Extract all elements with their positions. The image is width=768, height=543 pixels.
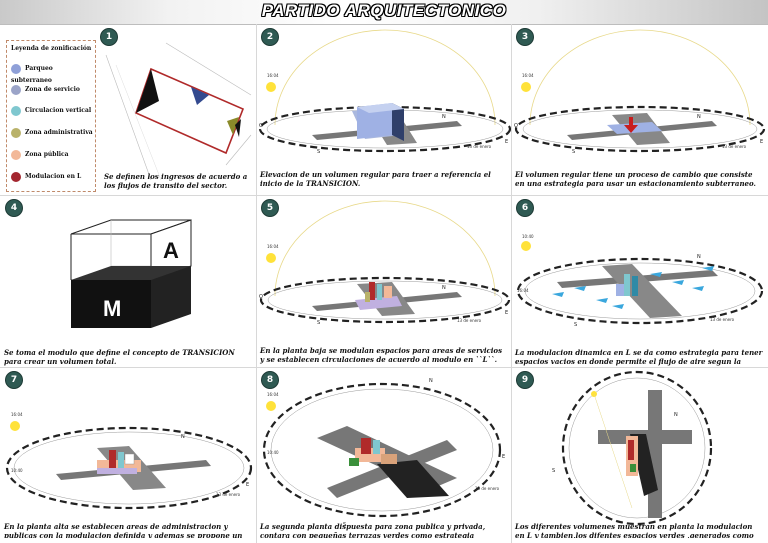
svg-text:S: S — [317, 149, 320, 155]
legend-swatch — [11, 84, 21, 95]
page-title: PARTIDO ARQUITECTONICO — [261, 1, 507, 20]
svg-text:N: N — [674, 412, 678, 418]
second-floor-drawing: 16:04 N E S 10:40 13 de enero — [262, 378, 505, 528]
svg-text:13 de enero: 13 de enero — [710, 317, 735, 322]
legend-item: Zona de servicio — [11, 84, 80, 96]
step-number-badge: 4 — [5, 199, 23, 217]
svg-text:S: S — [574, 322, 577, 328]
svg-text:16:04: 16:04 — [11, 412, 23, 417]
title-bar — [0, 0, 768, 25]
sun-study-drawing: 16:04 N S E O 13 de enero — [514, 29, 766, 155]
svg-text:N: N — [697, 114, 701, 120]
svg-text:E: E — [505, 310, 508, 316]
legend-swatch — [11, 149, 21, 160]
panel-7: 16:04 N E 10:40 13 de enero 7 En la plan… — [1, 368, 255, 538]
panel-caption: Los diferentes volumenes muestran en pla… — [515, 522, 754, 538]
legend-item: Zona administrativa — [11, 127, 93, 139]
svg-text:S: S — [552, 468, 555, 474]
panel-3: 16:04 N S E O 13 de enero 3 El volumen r… — [512, 25, 766, 195]
entrance-marker — [227, 117, 239, 135]
svg-text:16:04: 16:04 — [267, 244, 279, 249]
svg-text:S: S — [317, 320, 320, 326]
svg-text:16:04: 16:04 — [522, 73, 534, 78]
svg-text:A: A — [163, 238, 179, 263]
svg-text:10:40: 10:40 — [11, 468, 23, 473]
panel-9: N S 9 Los diferentes volumenes muestran … — [512, 368, 766, 538]
grid-divider-vertical — [256, 24, 257, 543]
legend-item: Circulacion vertical — [11, 105, 91, 117]
svg-text:16:04: 16:04 — [517, 288, 529, 293]
grid-divider-vertical — [511, 24, 512, 543]
legend-item: Zona pública — [11, 149, 69, 161]
panel-caption: La modulacion dinamica en L se da como e… — [515, 348, 763, 366]
panel-6: 10:40 N S 16:04 13 de enero 6 La modulac… — [512, 196, 766, 366]
svg-text:O: O — [259, 294, 263, 300]
panel-2: 16:04 N S E O 13 de enero 2 Elevacion de… — [257, 25, 511, 195]
site-plan-drawing — [105, 42, 252, 181]
svg-text:S: S — [343, 522, 346, 528]
svg-text:E: E — [246, 482, 249, 488]
panel-5: 16:04 N S E O 13 de enero 5 En la planta… — [257, 196, 511, 366]
svg-text:E: E — [505, 139, 508, 145]
svg-text:13 de enero: 13 de enero — [467, 144, 492, 149]
svg-text:10:40: 10:40 — [267, 450, 279, 455]
legend-swatch — [11, 171, 21, 182]
svg-text:16:04: 16:04 — [267, 392, 279, 397]
step-number-badge: 5 — [261, 199, 279, 217]
panel-8: 16:04 N E S 10:40 13 de enero 8 La segun… — [257, 368, 511, 538]
svg-text:13 de enero: 13 de enero — [457, 318, 482, 323]
legend-title: Leyenda de zonificación — [11, 45, 92, 52]
grid-divider-horizontal — [0, 195, 768, 196]
svg-text:O: O — [259, 123, 263, 129]
upper-floor-drawing: 16:04 N E 10:40 13 de enero — [5, 412, 253, 510]
entrance-marker — [191, 87, 209, 105]
svg-text:10:40: 10:40 — [522, 234, 534, 239]
legend-item: Parqueo subterraneo — [11, 63, 53, 84]
panel-caption: La segunda planta dispuesta para zona pu… — [260, 522, 486, 538]
legend-swatch — [11, 105, 21, 116]
grid-divider-horizontal — [0, 367, 768, 368]
panel-caption: El volumen regular tiene un proceso de c… — [515, 170, 756, 188]
panel-caption: Elevacion de un volumen regular para tra… — [260, 170, 491, 188]
step-number-badge: 2 — [261, 28, 279, 46]
legend-swatch — [11, 63, 21, 74]
step-number-badge: 6 — [516, 199, 534, 217]
sun-study-drawing: 16:04 N S E O 13 de enero — [258, 29, 511, 155]
svg-text:E: E — [760, 139, 763, 145]
svg-text:N: N — [429, 378, 433, 384]
step-number-badge: 3 — [516, 28, 534, 46]
svg-text:S: S — [572, 149, 575, 155]
step-number-badge: 1 — [100, 28, 118, 46]
step-number-badge: 9 — [516, 371, 534, 389]
panel-4: A M 4 Se toma el modulo que define el co… — [1, 196, 255, 366]
svg-text:N: N — [181, 434, 185, 440]
svg-text:M: M — [103, 296, 121, 321]
panel-caption: Se definen los ingresos de acuerdo a los… — [104, 172, 248, 190]
transition-module-cube: A M — [70, 219, 192, 328]
wind-flow-drawing: 10:40 N S 16:04 13 de enero — [516, 234, 764, 328]
panel-caption: Se toma el modulo que define el concepto… — [4, 348, 235, 366]
svg-text:13 de enero: 13 de enero — [216, 492, 241, 497]
svg-text:13 de enero: 13 de enero — [475, 486, 500, 491]
svg-text:N: N — [442, 285, 446, 291]
plan-view-drawing: N S — [552, 370, 713, 526]
panel-caption: En la planta baja se modulan espacios pa… — [260, 346, 503, 364]
sun-study-drawing: 16:04 N S E O 13 de enero — [259, 200, 511, 326]
panel-caption: En la planta alta se establecen areas de… — [4, 522, 243, 538]
step-number-badge: 8 — [261, 371, 279, 389]
legend-item: Modulacion en L — [11, 171, 81, 183]
svg-text:N: N — [697, 254, 701, 260]
arrow-down-icon — [624, 117, 638, 133]
svg-text:E: E — [502, 454, 505, 460]
entrance-marker — [136, 69, 159, 113]
svg-text:13 de enero: 13 de enero — [722, 144, 747, 149]
legend-swatch — [11, 127, 21, 138]
wind-arrow-icon — [552, 266, 714, 309]
svg-text:O: O — [514, 123, 518, 129]
zoning-legend: Leyenda de zonificación Parqueo subterra… — [6, 40, 96, 192]
svg-text:N: N — [442, 114, 446, 120]
step-number-badge: 7 — [5, 371, 23, 389]
svg-text:16:04: 16:04 — [267, 73, 279, 78]
